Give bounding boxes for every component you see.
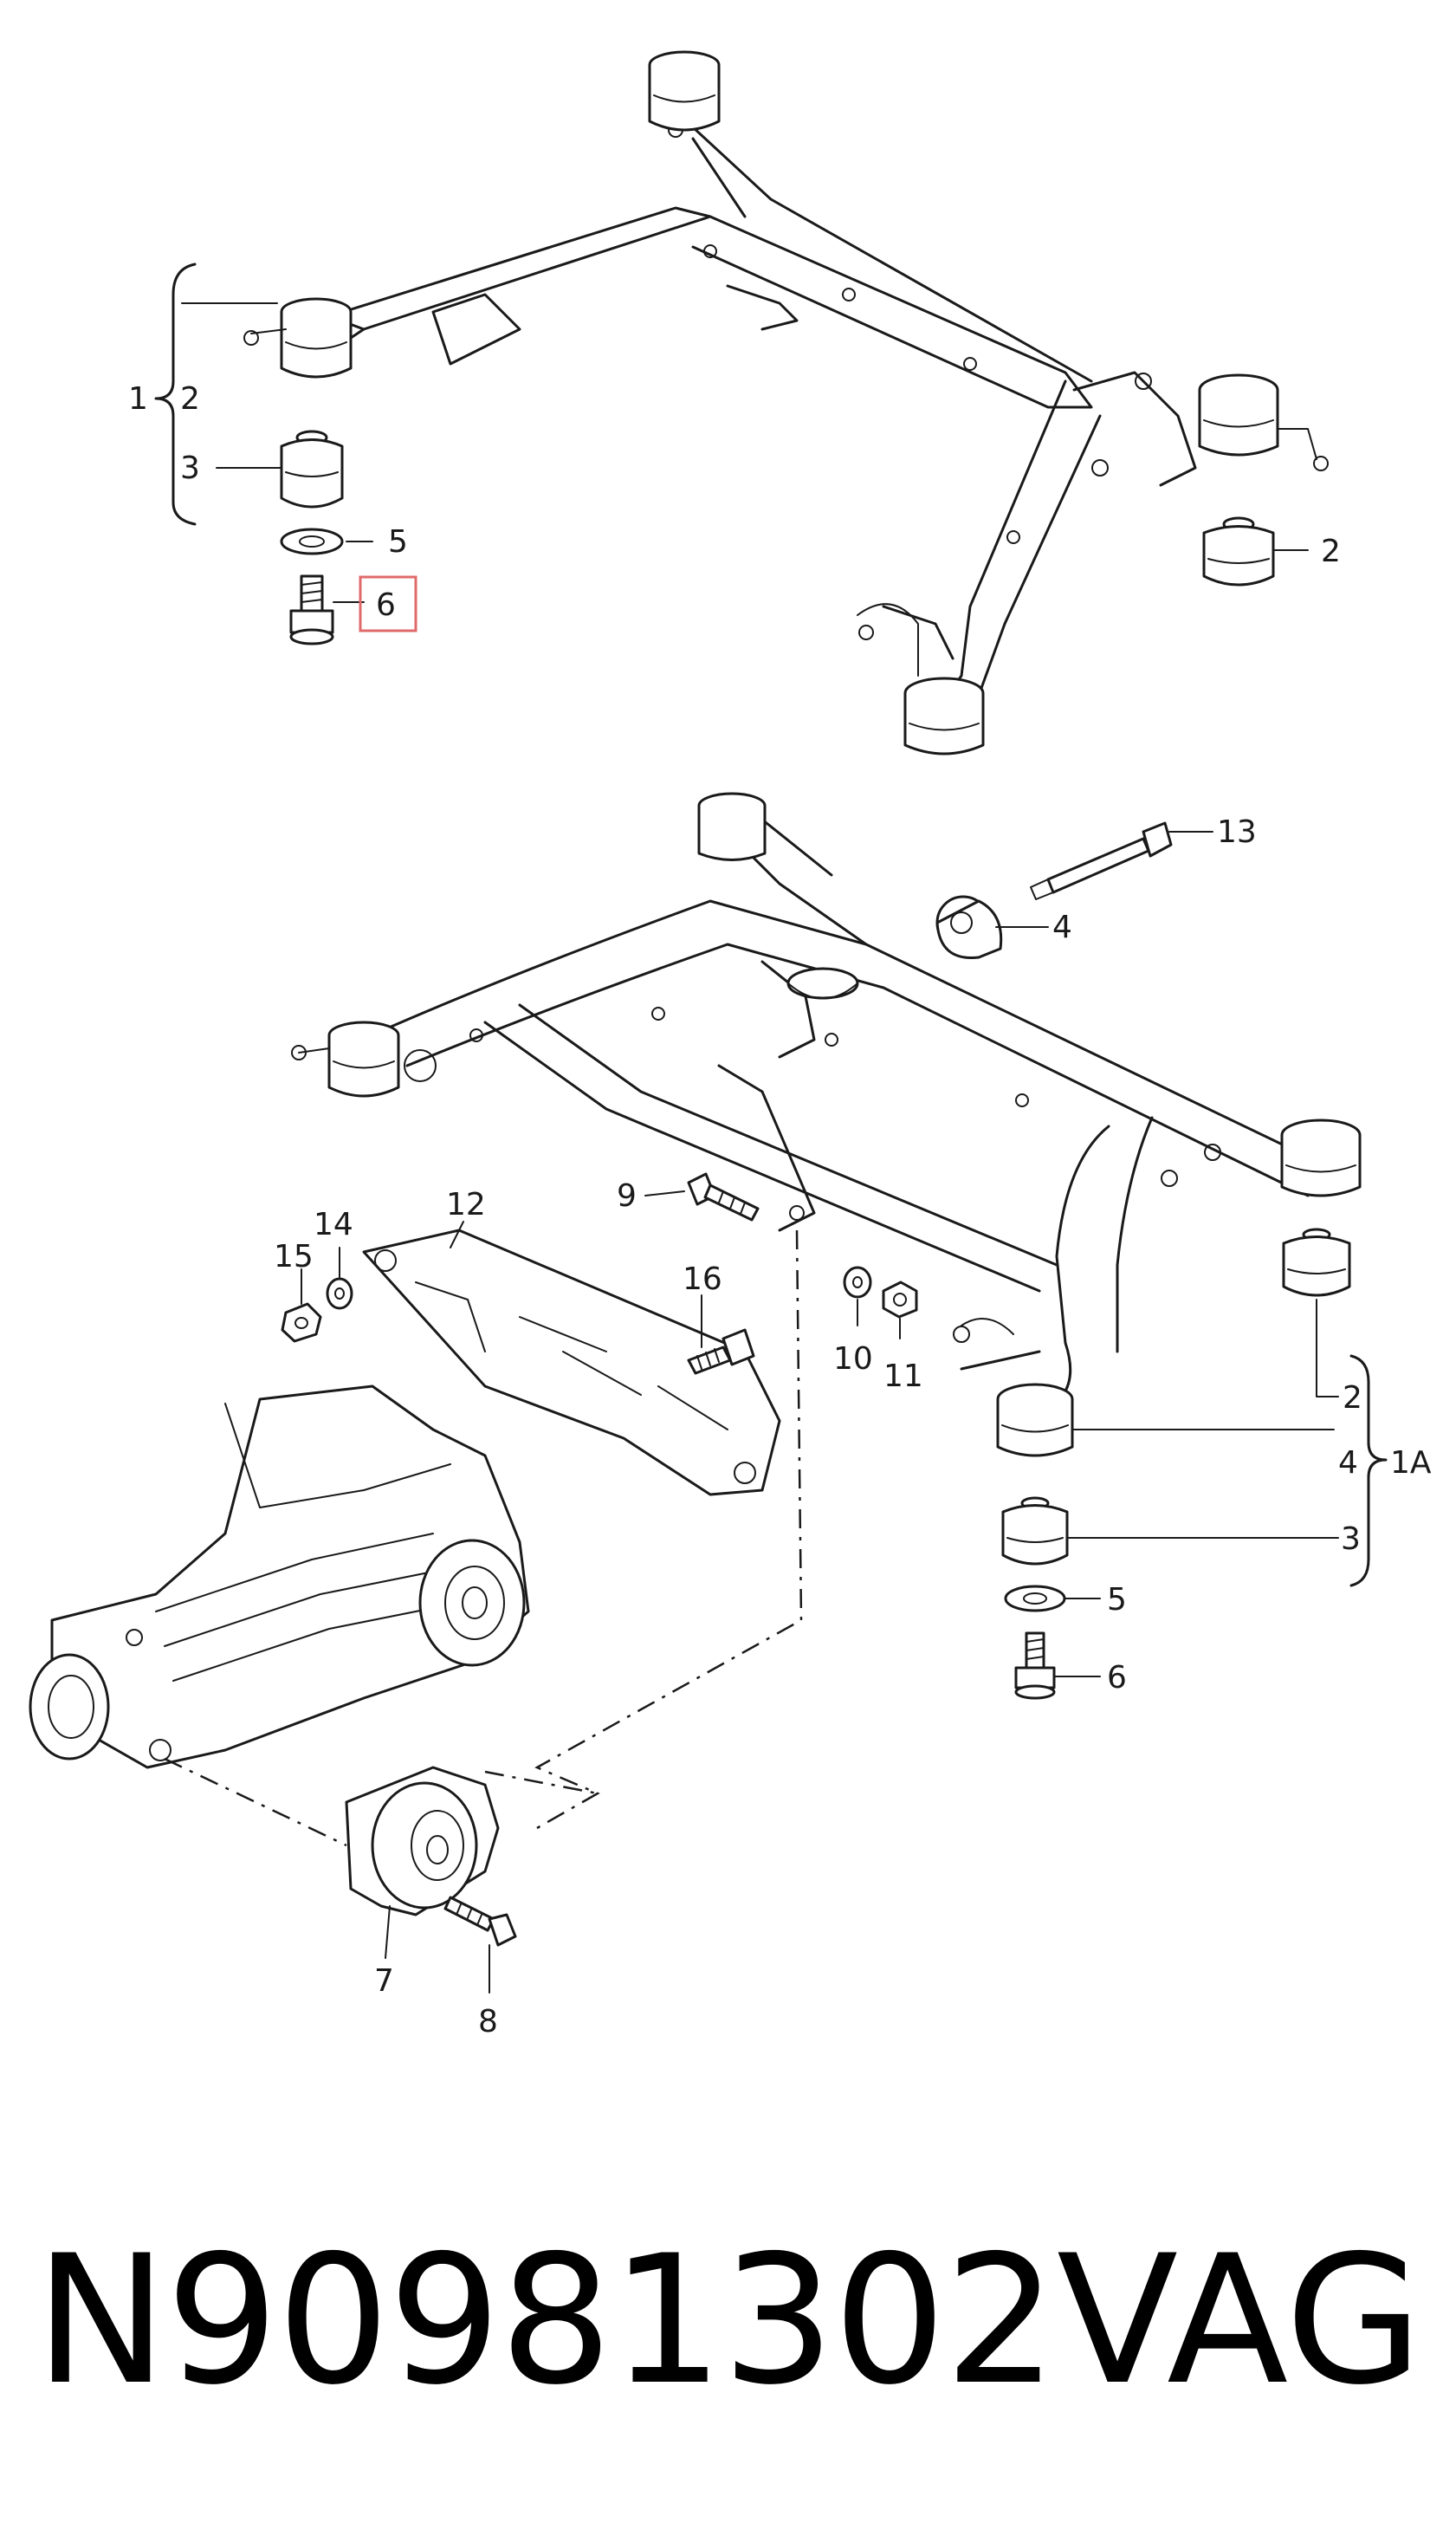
callout-2-bottom: 2	[1343, 1380, 1362, 1416]
highlight-box	[359, 575, 417, 632]
bushing-bottom-front	[961, 1318, 1074, 1457]
bolt-left	[289, 574, 334, 645]
washer-bottom-5	[1004, 1585, 1066, 1612]
bushing-lower-right	[1202, 516, 1275, 587]
callout-3: 3	[180, 451, 200, 486]
bolt-item-9	[687, 1172, 760, 1222]
bottom-subframe: 13 4 9 12 14 15 16 10 11 2 4 1A 3 5 6 7 …	[29, 792, 1432, 2039]
bushing-bottom-lower-3	[1001, 1496, 1069, 1566]
callout-5-bottom: 5	[1107, 1582, 1127, 1618]
callout-9: 9	[617, 1178, 637, 1214]
callout-7: 7	[374, 1963, 394, 1999]
bushing-bottom-back	[697, 792, 767, 861]
nut-item-11	[882, 1281, 918, 1319]
exploded-parts-diagram: 1 2 3 5 6 2	[29, 50, 1432, 2039]
callout-5: 5	[388, 524, 408, 560]
bushing-lower-left	[280, 430, 344, 509]
bolt-item-16	[687, 1328, 755, 1375]
bushing-top-front	[857, 603, 985, 755]
top-subframe: 1 2 3 5 6 2	[128, 50, 1341, 755]
bushing-bottom-left	[291, 1021, 437, 1098]
bushing-item-4	[935, 895, 1003, 959]
bracket-item-12	[362, 1229, 781, 1496]
callout-2: 2	[180, 381, 200, 417]
callout-6-bottom: 6	[1107, 1660, 1127, 1696]
bushing-bottom-right	[1280, 1119, 1362, 1197]
bushing-top-back	[648, 50, 721, 132]
bolt-bottom-6	[1014, 1631, 1056, 1700]
footer: N90981302 VAG	[0, 2183, 1456, 2495]
callout-14: 14	[314, 1207, 353, 1242]
mount-item-7	[345, 1766, 500, 1916]
washer-item-14	[326, 1277, 353, 1310]
bushing-top-left	[243, 297, 353, 379]
callout-1a: 1A	[1390, 1445, 1432, 1481]
callout-3-bottom: 3	[1341, 1521, 1361, 1557]
brand-name: VAG	[1057, 2218, 1423, 2424]
callout-12: 12	[446, 1187, 486, 1222]
callout-4: 4	[1052, 910, 1072, 945]
callout-1: 1	[128, 381, 148, 417]
callout-8: 8	[478, 2004, 498, 2039]
washer-item-10	[843, 1266, 872, 1299]
callout-10: 10	[833, 1341, 873, 1377]
bolt-item-13	[1030, 821, 1173, 900]
part-number: N90981302	[35, 2218, 1058, 2424]
callout-6-highlighted[interactable]: 6	[376, 587, 396, 623]
callout-15: 15	[274, 1239, 314, 1274]
callout-2-right: 2	[1321, 534, 1341, 569]
bushing-bottom-mid	[786, 967, 859, 1000]
differential-housing	[29, 1384, 530, 1769]
bushing-bottom-lower-2	[1282, 1228, 1351, 1297]
nut-item-15	[281, 1302, 322, 1343]
callout-4-bottom: 4	[1338, 1445, 1358, 1481]
bushing-top-right	[1198, 373, 1329, 471]
bolt-item-8	[443, 1896, 517, 1947]
callout-16: 16	[683, 1261, 722, 1297]
callout-13: 13	[1217, 814, 1257, 850]
callout-11: 11	[883, 1359, 923, 1394]
washer-left	[280, 528, 344, 555]
